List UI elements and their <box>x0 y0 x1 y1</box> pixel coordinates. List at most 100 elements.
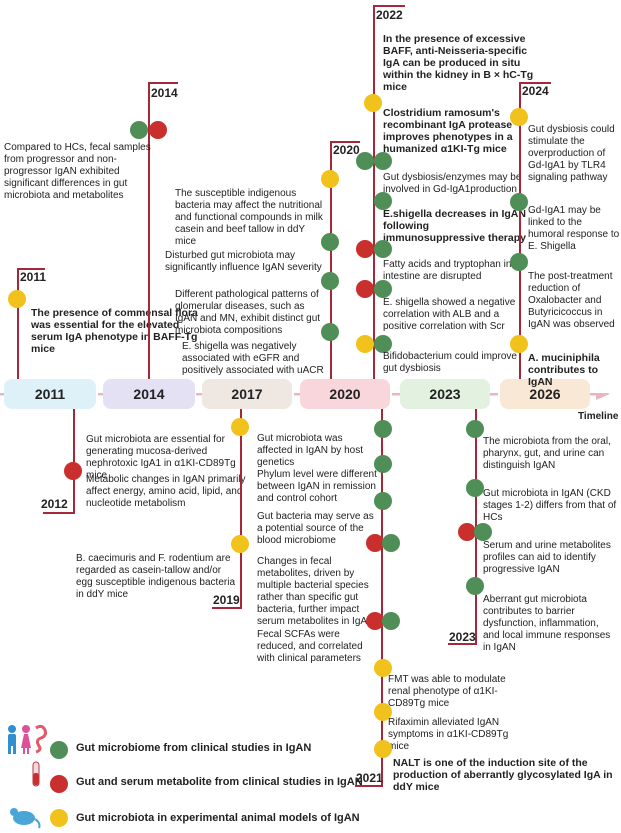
era-2011: 2011 <box>4 379 96 409</box>
event-2021-4: Changes in fecal metabolites, driven by … <box>257 556 375 627</box>
event-2023b-1: The microbiota from the oral, pharynx, g… <box>483 436 611 471</box>
event-2021-8: NALT is one of the induction site of the… <box>393 757 613 793</box>
event-2021-1: Gut microbiota was affected in IgAN by h… <box>257 433 363 468</box>
dot-clinical <box>356 152 374 170</box>
dot-animal <box>374 703 392 721</box>
year-2023-bottom: 2023 <box>449 630 476 644</box>
blood-tube-icon <box>32 761 40 787</box>
event-2023b-2: Gut microbiota in IgAN (CKD stages 1-2) … <box>483 488 617 523</box>
legend-yellow-dot <box>50 809 68 827</box>
event-2022-2: Clostridium ramosum's recombinant IgA pr… <box>383 107 513 155</box>
year-2021-bottom: 2021 <box>356 771 383 785</box>
year-2024-top: 2024 <box>522 84 549 98</box>
legend-red-dot <box>50 775 68 793</box>
stem-2019-bottom <box>240 409 242 609</box>
dot-clinical <box>374 152 392 170</box>
dot-clinical <box>474 523 492 541</box>
event-2023-3: Fatty acids and tryptophan in the intest… <box>383 259 529 282</box>
event-2023-1: Gut dysbiosis/enzymes may be involved in… <box>383 172 522 195</box>
year-2011-top: 2011 <box>20 270 47 284</box>
dot-animal <box>321 170 339 188</box>
legend-animal: Gut microbiota in experimental animal mo… <box>76 812 360 824</box>
dot-clinical <box>466 479 484 497</box>
flag-2023-bottom <box>448 643 477 645</box>
dot-animal <box>510 335 528 353</box>
event-2024-1: Gut dysbiosis could stimulate the overpr… <box>528 124 615 183</box>
event-2023-5: Bifidobacterium could improve gut dysbio… <box>383 351 517 374</box>
event-2011-text: The presence of commensal flora was esse… <box>31 307 198 355</box>
stem-2022-top <box>373 5 375 379</box>
dot-animal <box>231 418 249 436</box>
flag-2022-top <box>373 5 405 7</box>
event-2023b-4: Aberrant gut microbiota contributes to b… <box>483 594 611 653</box>
dot-clinical <box>374 492 392 510</box>
event-2012-2: Metabolic changes in IgAN primarily affe… <box>86 474 246 509</box>
flag-2024-top <box>519 82 551 84</box>
event-2024-4: A. muciniphila contributes to IgAN <box>528 352 600 388</box>
dot-metabolite <box>366 534 384 552</box>
legend-metabolite: Gut and serum metabolite from clinical s… <box>76 776 363 788</box>
flag-2020-top <box>330 141 360 143</box>
event-2020-1: The susceptible indigenous bacteria may … <box>175 188 323 247</box>
dot-metabolite <box>356 240 374 258</box>
era-2020: 2020 <box>300 379 390 409</box>
flag-2014-top <box>148 82 178 84</box>
dot-clinical <box>321 272 339 290</box>
timeline-label: Timeline <box>578 411 619 422</box>
event-2024-3: The post-treatment reduction of Oxalobac… <box>528 271 615 330</box>
dot-animal <box>8 290 26 308</box>
dot-animal <box>231 535 249 553</box>
mouse-icon <box>10 808 41 829</box>
year-2020-top: 2020 <box>333 143 360 157</box>
event-2019-1: B. caecimuris and F. rodentium are regar… <box>76 553 235 600</box>
event-2021-5: Fecal SCFAs were reduced, and correlated… <box>257 629 363 664</box>
dot-clinical <box>374 420 392 438</box>
dot-clinical <box>321 233 339 251</box>
dot-animal <box>356 335 374 353</box>
stem-2012-bottom <box>73 409 75 514</box>
stem-2024-top <box>519 82 521 379</box>
dot-metabolite <box>366 612 384 630</box>
event-2023-4: E. shigella showed a negative correlatio… <box>383 297 516 332</box>
dot-clinical <box>374 192 392 210</box>
dot-clinical <box>374 240 392 258</box>
dot-clinical <box>382 612 400 630</box>
event-2020-4: E. shigella was negatively associated wi… <box>182 341 324 376</box>
era-2023: 2023 <box>400 379 490 409</box>
dot-clinical <box>374 280 392 298</box>
year-2012-bottom: 2012 <box>41 497 68 511</box>
legend-green-dot <box>50 741 68 759</box>
dot-animal <box>374 659 392 677</box>
dot-metabolite <box>149 121 167 139</box>
stem-2014-top <box>148 82 150 379</box>
event-2021-2: Phylum level were different between IgAN… <box>257 469 377 504</box>
era-2026: 2026 <box>500 379 590 409</box>
dot-animal <box>364 94 382 112</box>
dot-clinical <box>510 253 528 271</box>
year-2014-top: 2014 <box>151 86 178 100</box>
dot-clinical <box>466 577 484 595</box>
stem-2021-bottom <box>381 409 383 787</box>
dot-clinical <box>374 335 392 353</box>
year-2022-top: 2022 <box>376 8 403 22</box>
stem-2011-top <box>17 268 19 379</box>
event-2022-1: In the presence of excessive BAFF, anti-… <box>383 33 534 93</box>
dot-clinical <box>382 534 400 552</box>
dot-clinical <box>374 455 392 473</box>
dot-animal <box>374 740 392 758</box>
event-2023b-3: Serum and urine metabolites profiles can… <box>483 540 611 575</box>
legend-clinical: Gut microbiome from clinical studies in … <box>76 742 312 754</box>
people-icon <box>8 724 47 754</box>
dot-clinical <box>321 323 339 341</box>
flag-2011-top <box>17 268 45 270</box>
event-2021-6: FMT was able to modulate renal phenotype… <box>388 674 506 709</box>
stem-2020-top <box>330 141 332 379</box>
dot-metabolite <box>356 280 374 298</box>
flag-2019-bottom <box>212 607 242 609</box>
dot-clinical <box>510 193 528 211</box>
event-2014-text: Compared to HCs, fecal samples from prog… <box>4 142 151 201</box>
era-2017: 2017 <box>202 379 292 409</box>
dot-clinical <box>130 121 148 139</box>
year-2019-bottom: 2019 <box>213 593 240 607</box>
